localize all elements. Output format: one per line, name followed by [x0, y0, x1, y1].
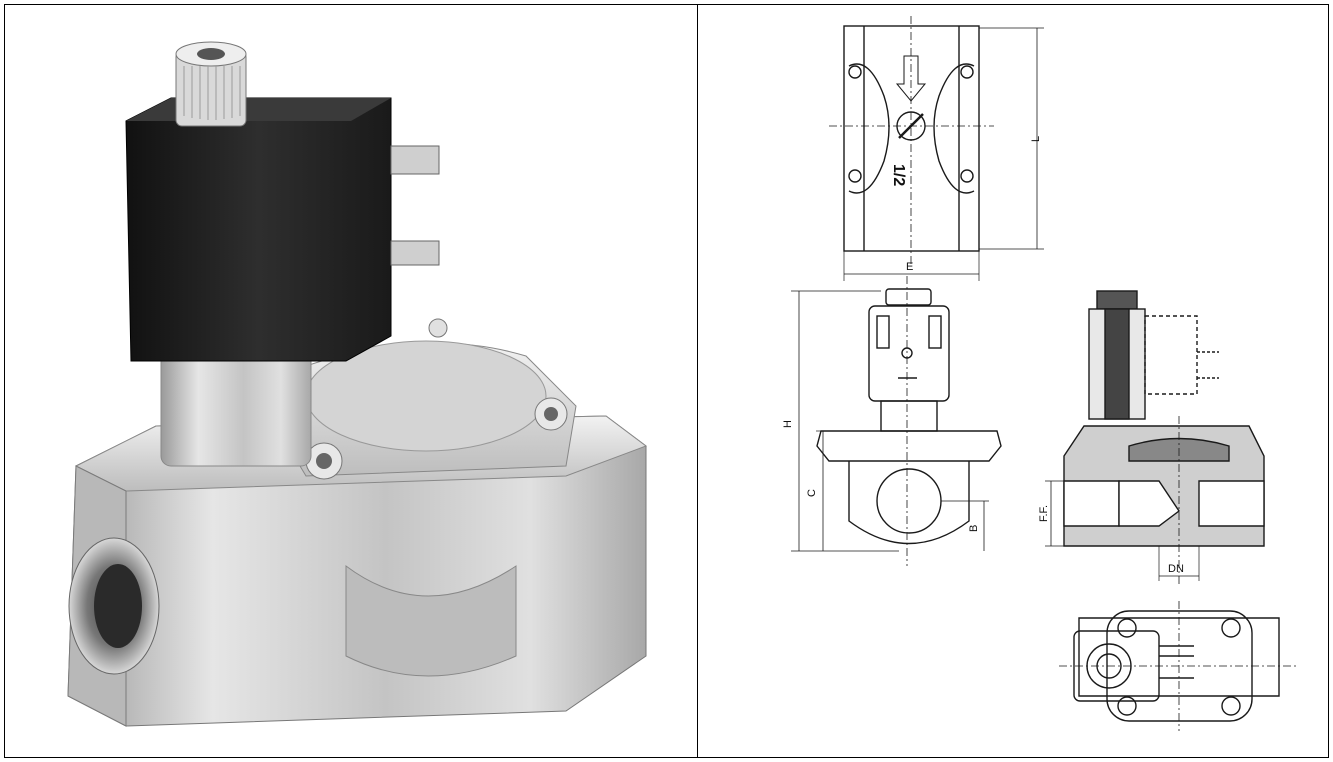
dim-L: L [1030, 136, 1042, 142]
table-divider [697, 4, 698, 758]
dim-FF: F.F. [1038, 505, 1050, 522]
connector-pin [390, 240, 440, 266]
dim-E: E [906, 261, 913, 273]
front-view: H C B [782, 276, 1002, 566]
technical-drawing: 1/2 L E H [782, 16, 1299, 731]
dim-DN: DN [1168, 563, 1184, 575]
screw [428, 318, 448, 338]
dim-C: C [806, 489, 818, 497]
connector-pin [390, 145, 440, 175]
size-marking: 1/2 [890, 164, 907, 186]
product-photo-panel [6, 6, 696, 756]
coil [125, 97, 392, 362]
technical-drawing-panel: 1/2 L E H [699, 6, 1327, 756]
top-view: 1/2 L E [829, 16, 1044, 281]
dim-B: B [968, 525, 980, 532]
table-frame [4, 4, 1329, 758]
dim-H: H [782, 420, 794, 428]
solenoid-valve-photo [67, 41, 648, 727]
plan-view [1059, 601, 1299, 731]
section-view: F.F. DN [1038, 290, 1265, 586]
